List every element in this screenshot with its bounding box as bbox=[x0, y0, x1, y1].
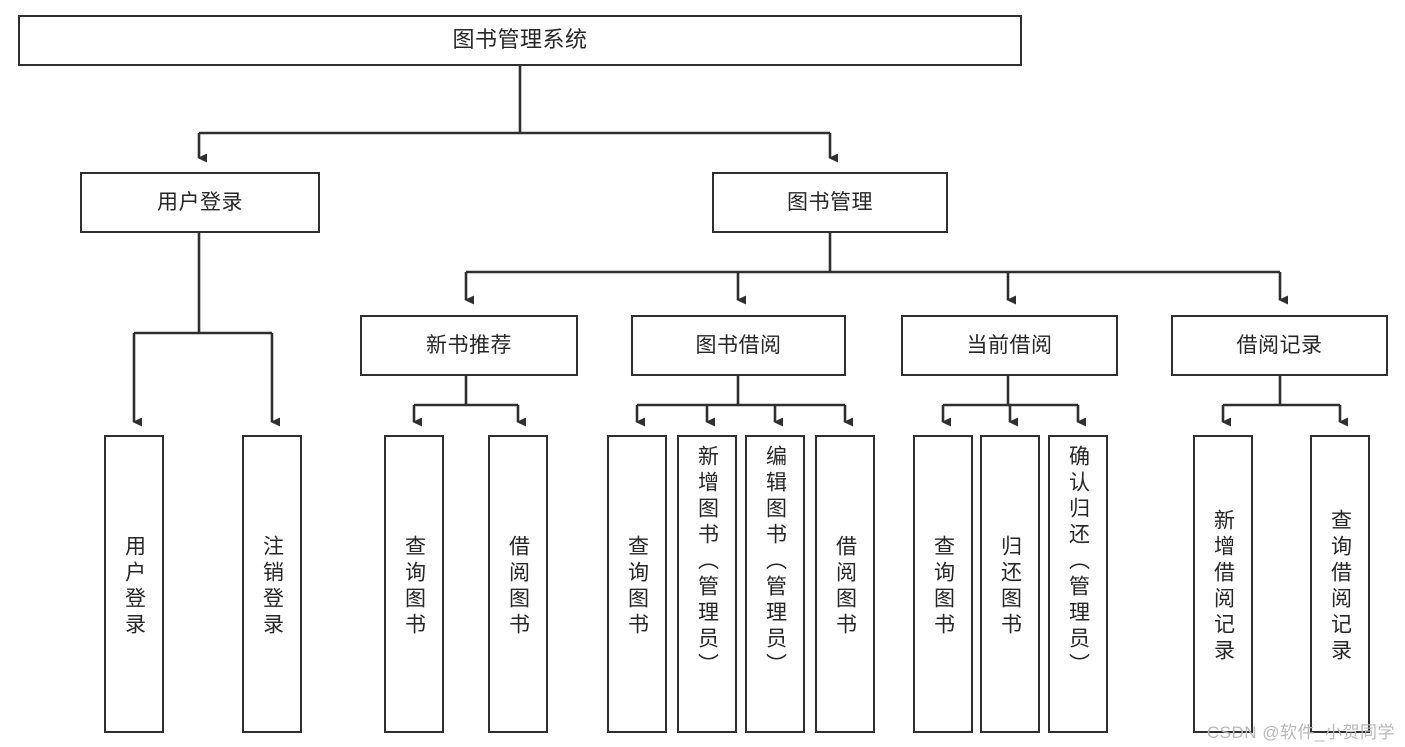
leaf-book-borrow-add-book-admin-label: 新增图书（管理员） bbox=[695, 445, 719, 679]
leaf-user-login-signout[interactable]: 注销登录 bbox=[242, 435, 302, 733]
leaf-book-borrow-edit-book-admin[interactable]: 编辑图书（管理员） bbox=[745, 435, 805, 733]
leaf-borrow-record-add-record[interactable]: 新增借阅记录 bbox=[1193, 435, 1253, 733]
node-root-book-management-system[interactable]: 图书管理系统 bbox=[18, 15, 1022, 66]
leaf-new-book-borrow-book[interactable]: 借阅图书 bbox=[488, 435, 548, 733]
node-current-borrow-label: 当前借阅 bbox=[966, 333, 1053, 357]
node-borrow-record[interactable]: 借阅记录 bbox=[1171, 315, 1388, 376]
leaf-borrow-record-add-record-label: 新增借阅记录 bbox=[1211, 509, 1235, 665]
csdn-watermark: CSDN @软件_小贺同学 bbox=[1206, 723, 1395, 742]
leaf-new-book-query-book[interactable]: 查询图书 bbox=[384, 435, 444, 733]
leaf-borrow-record-query-record[interactable]: 查询借阅记录 bbox=[1310, 435, 1370, 733]
leaf-user-login-signout-label: 注销登录 bbox=[260, 535, 284, 639]
node-user-login-label: 用户登录 bbox=[157, 190, 243, 214]
node-book-borrow-label: 图书借阅 bbox=[695, 333, 782, 357]
leaf-borrow-record-query-record-label: 查询借阅记录 bbox=[1328, 509, 1352, 665]
leaf-current-borrow-confirm-return-admin[interactable]: 确认归还（管理员） bbox=[1048, 435, 1108, 733]
leaf-user-login-signin-label: 用户登录 bbox=[122, 535, 146, 639]
node-book-management[interactable]: 图书管理 bbox=[712, 172, 948, 233]
leaf-current-borrow-return-book-label: 归还图书 bbox=[998, 535, 1022, 639]
node-new-book-recommend-label: 新书推荐 bbox=[426, 333, 512, 357]
node-book-borrow[interactable]: 图书借阅 bbox=[631, 315, 846, 376]
leaf-new-book-query-book-label: 查询图书 bbox=[402, 535, 426, 639]
leaf-current-borrow-confirm-return-admin-label: 确认归还（管理员） bbox=[1066, 445, 1090, 679]
node-borrow-record-label: 借阅记录 bbox=[1236, 333, 1323, 357]
leaf-user-login-signin[interactable]: 用户登录 bbox=[104, 435, 164, 733]
leaf-current-borrow-query-book[interactable]: 查询图书 bbox=[913, 435, 973, 733]
leaf-current-borrow-return-book[interactable]: 归还图书 bbox=[980, 435, 1040, 733]
leaf-book-borrow-borrow-book-label: 借阅图书 bbox=[833, 535, 857, 639]
node-book-management-label: 图书管理 bbox=[787, 190, 873, 214]
node-new-book-recommend[interactable]: 新书推荐 bbox=[360, 315, 578, 376]
leaf-book-borrow-query-book[interactable]: 查询图书 bbox=[607, 435, 667, 733]
node-current-borrow[interactable]: 当前借阅 bbox=[901, 315, 1118, 376]
leaf-book-borrow-edit-book-admin-label: 编辑图书（管理员） bbox=[763, 445, 787, 679]
leaf-new-book-borrow-book-label: 借阅图书 bbox=[506, 535, 530, 639]
leaf-book-borrow-borrow-book[interactable]: 借阅图书 bbox=[815, 435, 875, 733]
leaf-book-borrow-add-book-admin[interactable]: 新增图书（管理员） bbox=[677, 435, 737, 733]
leaf-current-borrow-query-book-label: 查询图书 bbox=[931, 535, 955, 639]
node-user-login[interactable]: 用户登录 bbox=[80, 172, 320, 233]
node-root-label: 图书管理系统 bbox=[452, 27, 588, 53]
leaf-book-borrow-query-book-label: 查询图书 bbox=[625, 535, 649, 639]
